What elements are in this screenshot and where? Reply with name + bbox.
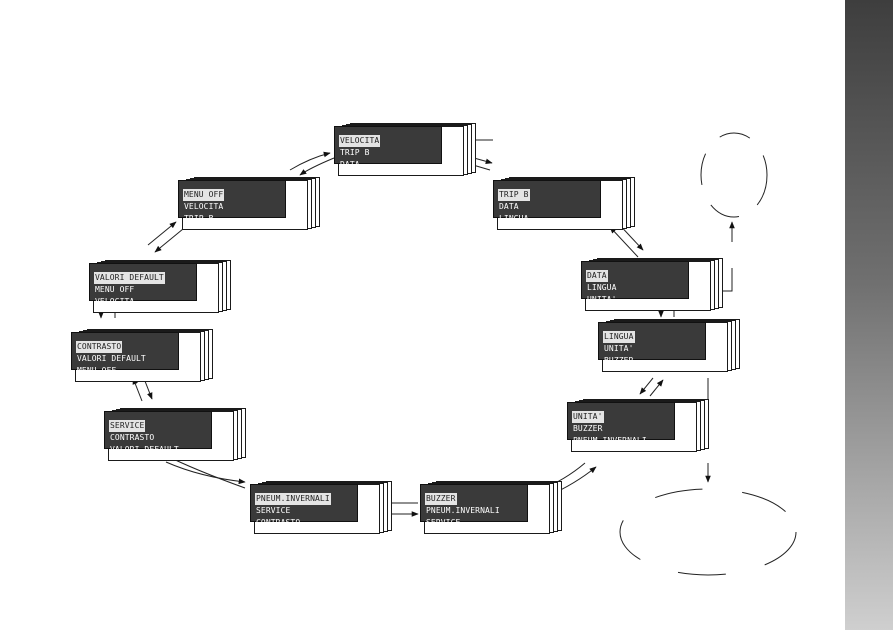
menu-line: CONTRASTO [110,433,155,442]
menu-card-service: SERVICE CONTRASTO VALORI DEFAULT [104,408,246,461]
menu-line-selected: BUZZER [425,493,457,505]
menu-card-contrasto: CONTRASTO VALORI DEFAULT MENU OFF [71,329,213,382]
menu-line-selected: VALORI DEFAULT [94,272,165,284]
link-lingua-unita [639,377,654,395]
lcd-screen: MENU OFF VELOCITA TRIP B [178,180,286,223]
menu-line-selected: PNEUM.INVERNALI [255,493,331,505]
menu-line: PNEUM.INVERNALI [573,435,647,445]
menu-line: PNEUM.INVERNALI [426,506,500,515]
menu-card-buzzer: BUZZER PNEUM.INVERNALI SERVICE [420,481,562,534]
lcd-screen: TRIP B DATA LINGUA [493,180,601,223]
menu-line: VALORI DEFAULT [110,444,179,454]
menu-card-menu-off: MENU OFF VELOCITA TRIP B [178,177,320,230]
small-ellipse [700,132,768,218]
menu-line: UNITA' [587,294,617,304]
lcd-screen: UNITA' BUZZER PNEUM.INVERNALI [567,402,675,445]
menu-line-selected: SERVICE [109,420,146,432]
menu-card-velocita: VELOCITA TRIP B DATA [334,123,476,176]
menu-card-data: DATA LINGUA UNITA' [581,258,723,311]
lcd-screen: BUZZER PNEUM.INVERNALI SERVICE [420,484,528,527]
menu-line: VALORI DEFAULT [77,354,146,363]
menu-card-valori-default: VALORI DEFAULT MENU OFF VELOCITA [89,260,231,313]
menu-line-selected: MENU OFF [183,189,225,201]
menu-line: MENU OFF [95,285,135,294]
menu-line: BUZZER [573,424,603,433]
menu-line: VELOCITA [184,202,224,211]
menu-line-selected: VELOCITA [339,135,381,147]
link-menuoff-valori [154,228,184,253]
menu-line: DATA [340,159,360,169]
link-velocita-menuoff [299,157,335,176]
menu-line: UNITA' [604,344,634,353]
menu-card-unita: UNITA' BUZZER PNEUM.INVERNALI [567,399,709,452]
large-ellipse [619,488,797,576]
menu-line: CONTRASTO [256,517,301,527]
menu-line-selected: UNITA' [572,411,604,423]
menu-card-trip-b: TRIP B DATA LINGUA [493,177,635,230]
menu-line: TRIP B [340,148,370,157]
lcd-screen: LINGUA UNITA' BUZZER [598,322,706,365]
link-data-tripb [609,226,639,258]
menu-line: LINGUA [587,283,617,292]
menu-line-selected: CONTRASTO [76,341,123,353]
menu-line: TRIP B [184,213,214,223]
menu-card-lingua: LINGUA UNITA' BUZZER [598,319,740,372]
menu-line: MENU OFF [77,365,117,375]
menu-line-selected: LINGUA [603,331,635,343]
menu-line: SERVICE [426,517,461,527]
menu-line: LINGUA [499,213,529,223]
menu-line: DATA [499,202,519,211]
link-valori-menuoff [147,221,177,246]
link-unita-lingua [649,379,664,397]
menu-card-pneum-invernali: PNEUM.INVERNALI SERVICE CONTRASTO [250,481,392,534]
lcd-screen: SERVICE CONTRASTO VALORI DEFAULT [104,411,212,454]
lcd-screen: PNEUM.INVERNALI SERVICE CONTRASTO [250,484,358,527]
menu-line: SERVICE [256,506,291,515]
lcd-screen: VELOCITA TRIP B DATA [334,126,442,169]
side-gradient-bar [845,0,893,630]
menu-line-selected: TRIP B [498,189,530,201]
link-menuoff-velocita [289,151,331,171]
menu-line: BUZZER [604,355,634,365]
menu-line: VELOCITA [95,296,135,306]
lcd-screen: DATA LINGUA UNITA' [581,261,689,304]
lcd-screen: VALORI DEFAULT MENU OFF VELOCITA [89,263,197,306]
lcd-screen: CONTRASTO VALORI DEFAULT MENU OFF [71,332,179,375]
link-service-pneum [165,461,246,485]
menu-line-selected: DATA [586,270,608,282]
